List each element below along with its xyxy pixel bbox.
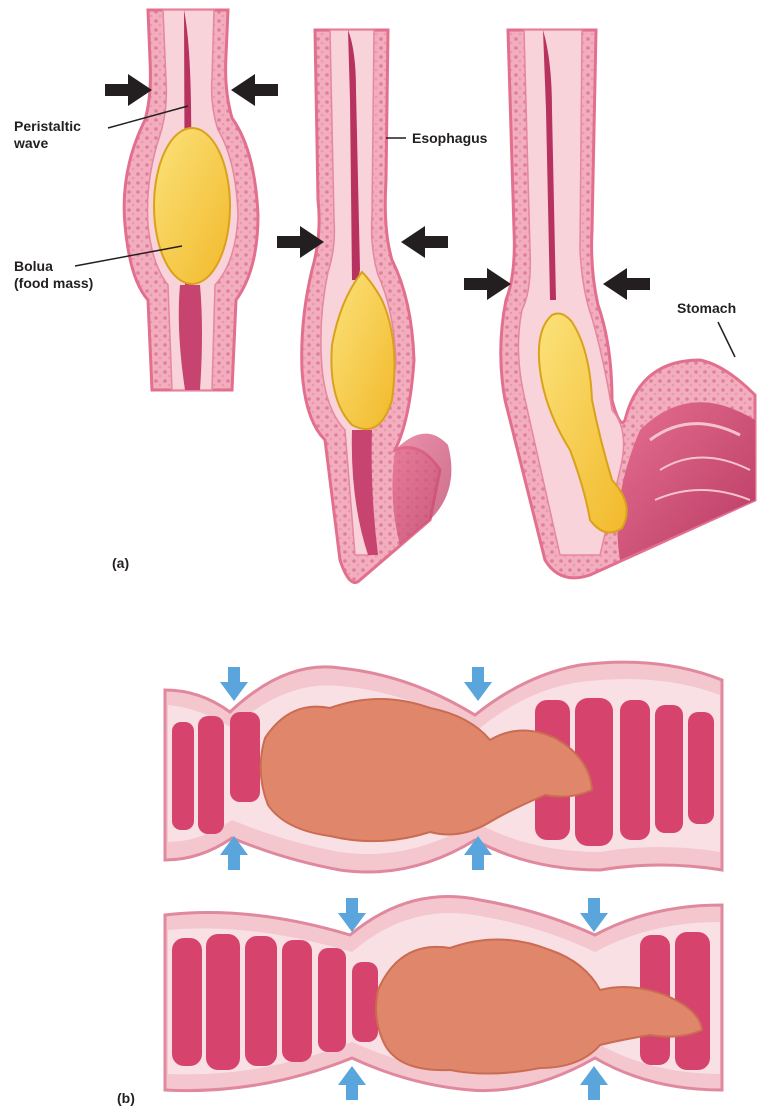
leader-stomach	[718, 322, 735, 357]
esophagus-segment-2	[302, 30, 452, 583]
black-arrow-icon	[231, 74, 278, 106]
blue-arrow-icon	[580, 1066, 608, 1100]
peristaltic-wave-label: Peristaltic wave	[14, 118, 81, 152]
part-b-label: (b)	[117, 1090, 135, 1107]
panel-a	[75, 10, 755, 583]
stomach-label: Stomach	[677, 300, 736, 317]
part-a-label: (a)	[112, 555, 129, 572]
blue-arrow-icon	[338, 1066, 366, 1100]
black-arrow-icon	[464, 268, 511, 300]
blue-arrow-icon	[464, 667, 492, 701]
intestine-segment-1	[165, 662, 722, 872]
bolus	[154, 128, 230, 284]
blue-arrow-icon	[220, 667, 248, 701]
esophagus-segment-1	[124, 10, 258, 390]
blue-arrow-icon	[580, 898, 608, 932]
esophagus-label: Esophagus	[412, 130, 487, 147]
black-arrow-icon	[603, 268, 650, 300]
black-arrow-icon	[105, 74, 152, 106]
panel-b	[165, 662, 722, 1100]
intestine-segment-2	[165, 897, 722, 1091]
black-arrow-icon	[401, 226, 448, 258]
bolus-label: Bolua (food mass)	[14, 258, 93, 292]
